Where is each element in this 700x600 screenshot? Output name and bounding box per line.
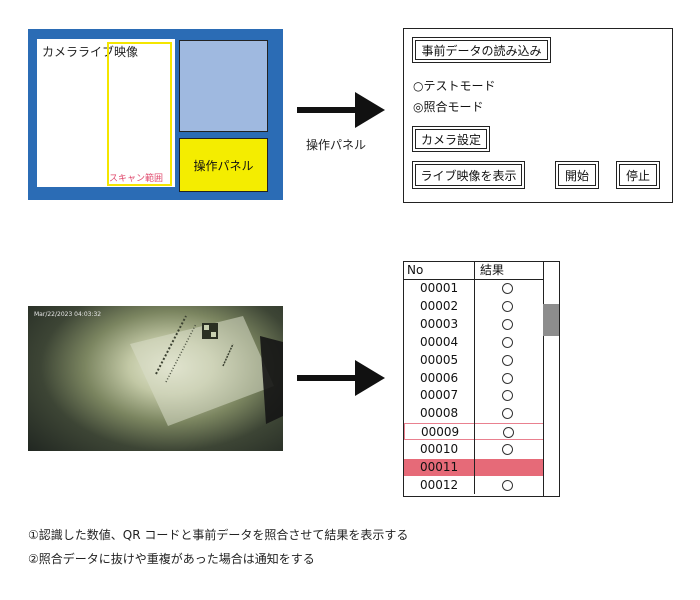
operation-panel: 事前データの読み込み ○テストモード ◎照合モード カメラ設定 ライブ映像を表示… [403, 28, 673, 203]
column-header-no: No [407, 263, 424, 277]
match-mode-radio[interactable]: ◎照合モード [413, 100, 484, 114]
result-circle-icon [502, 283, 513, 294]
printed-digits [155, 315, 187, 375]
preview-box [179, 40, 268, 132]
row-number: 00011 [420, 460, 459, 474]
table-row[interactable]: 00012 [404, 477, 544, 494]
row-number: 00005 [420, 352, 459, 367]
result-circle-icon [502, 390, 513, 402]
load-predata-button[interactable]: 事前データの読み込み [412, 37, 551, 63]
test-mode-radio[interactable]: ○テストモード [413, 79, 496, 93]
show-live-video-button[interactable]: ライブ映像を表示 [412, 161, 525, 189]
row-number: 00007 [420, 388, 459, 403]
table-row[interactable]: 00010 [404, 441, 544, 458]
result-circle-icon [502, 372, 513, 384]
layout-mock: カメラライブ映像 スキャン範囲 操作パネル [28, 29, 283, 200]
scrollbar[interactable] [543, 262, 559, 496]
label-sheet [130, 316, 274, 426]
row-number: 00003 [420, 316, 459, 331]
arrow-top-head-icon [355, 92, 385, 128]
row-number: 00001 [420, 281, 459, 295]
result-circle-icon [502, 318, 513, 330]
row-number: 00008 [420, 406, 459, 421]
table-row[interactable]: 00008 [404, 405, 544, 422]
result-circle-icon [502, 479, 513, 491]
camera-live-area: カメラライブ映像 スキャン範囲 [37, 39, 175, 187]
table-row[interactable]: 00006 [404, 370, 544, 387]
camera-capture-image: Mar/22/2023 04:03:32 [28, 306, 283, 451]
scan-range-frame [107, 42, 172, 186]
camera-timestamp: Mar/22/2023 04:03:32 [34, 311, 102, 318]
table-row[interactable]: 00001 [404, 280, 544, 297]
scan-range-label: スキャン範囲 [109, 174, 164, 184]
result-circle-icon [502, 336, 513, 348]
table-row[interactable]: 00003 [404, 316, 544, 333]
operation-panel-box-label: 操作パネル [193, 158, 254, 173]
scrollbar-thumb[interactable] [543, 304, 559, 336]
table-row[interactable]: 00002 [404, 298, 544, 315]
side-digits [222, 343, 234, 367]
note-1: ①認識した数値、QR コードと事前データを照合させて結果を表示する [28, 528, 409, 542]
column-header-result: 結果 [480, 263, 505, 277]
start-button[interactable]: 開始 [555, 161, 599, 189]
table-row[interactable]: 00005 [404, 352, 544, 369]
dark-object [260, 336, 283, 424]
column-divider [474, 279, 475, 494]
result-circle-icon [502, 408, 513, 420]
row-number: 00002 [420, 298, 459, 313]
arrow-bottom-shaft [297, 375, 357, 381]
camera-live-label: カメラライブ映像 [42, 45, 139, 59]
camera-settings-button[interactable]: カメラ設定 [412, 126, 490, 152]
arrow-top-caption: 操作パネル [306, 138, 367, 152]
header-column-divider [474, 262, 475, 279]
row-number: 00009 [421, 425, 460, 440]
row-number: 00004 [420, 334, 459, 349]
result-table: No 結果 00001 00002 00003 00004 00005 00006 0000… [403, 261, 560, 497]
row-number: 00006 [420, 370, 459, 385]
row-number: 00012 [420, 477, 459, 492]
operation-panel-box: 操作パネル [179, 138, 268, 192]
arrow-bottom-head-icon [355, 360, 385, 396]
result-circle-icon [503, 427, 514, 439]
result-circle-icon [502, 300, 513, 312]
camera-scene-graphic [130, 315, 283, 426]
stop-button[interactable]: 停止 [616, 161, 660, 189]
note-2: ②照合データに抜けや重複があった場合は通知をする [28, 552, 315, 566]
row-number: 00010 [420, 442, 459, 457]
table-row[interactable]: 00007 [404, 387, 544, 404]
table-row[interactable]: 00004 [404, 334, 544, 351]
result-circle-icon [502, 444, 513, 456]
result-circle-icon [502, 354, 513, 366]
printed-ruler [165, 323, 197, 383]
arrow-top-shaft [297, 107, 357, 113]
